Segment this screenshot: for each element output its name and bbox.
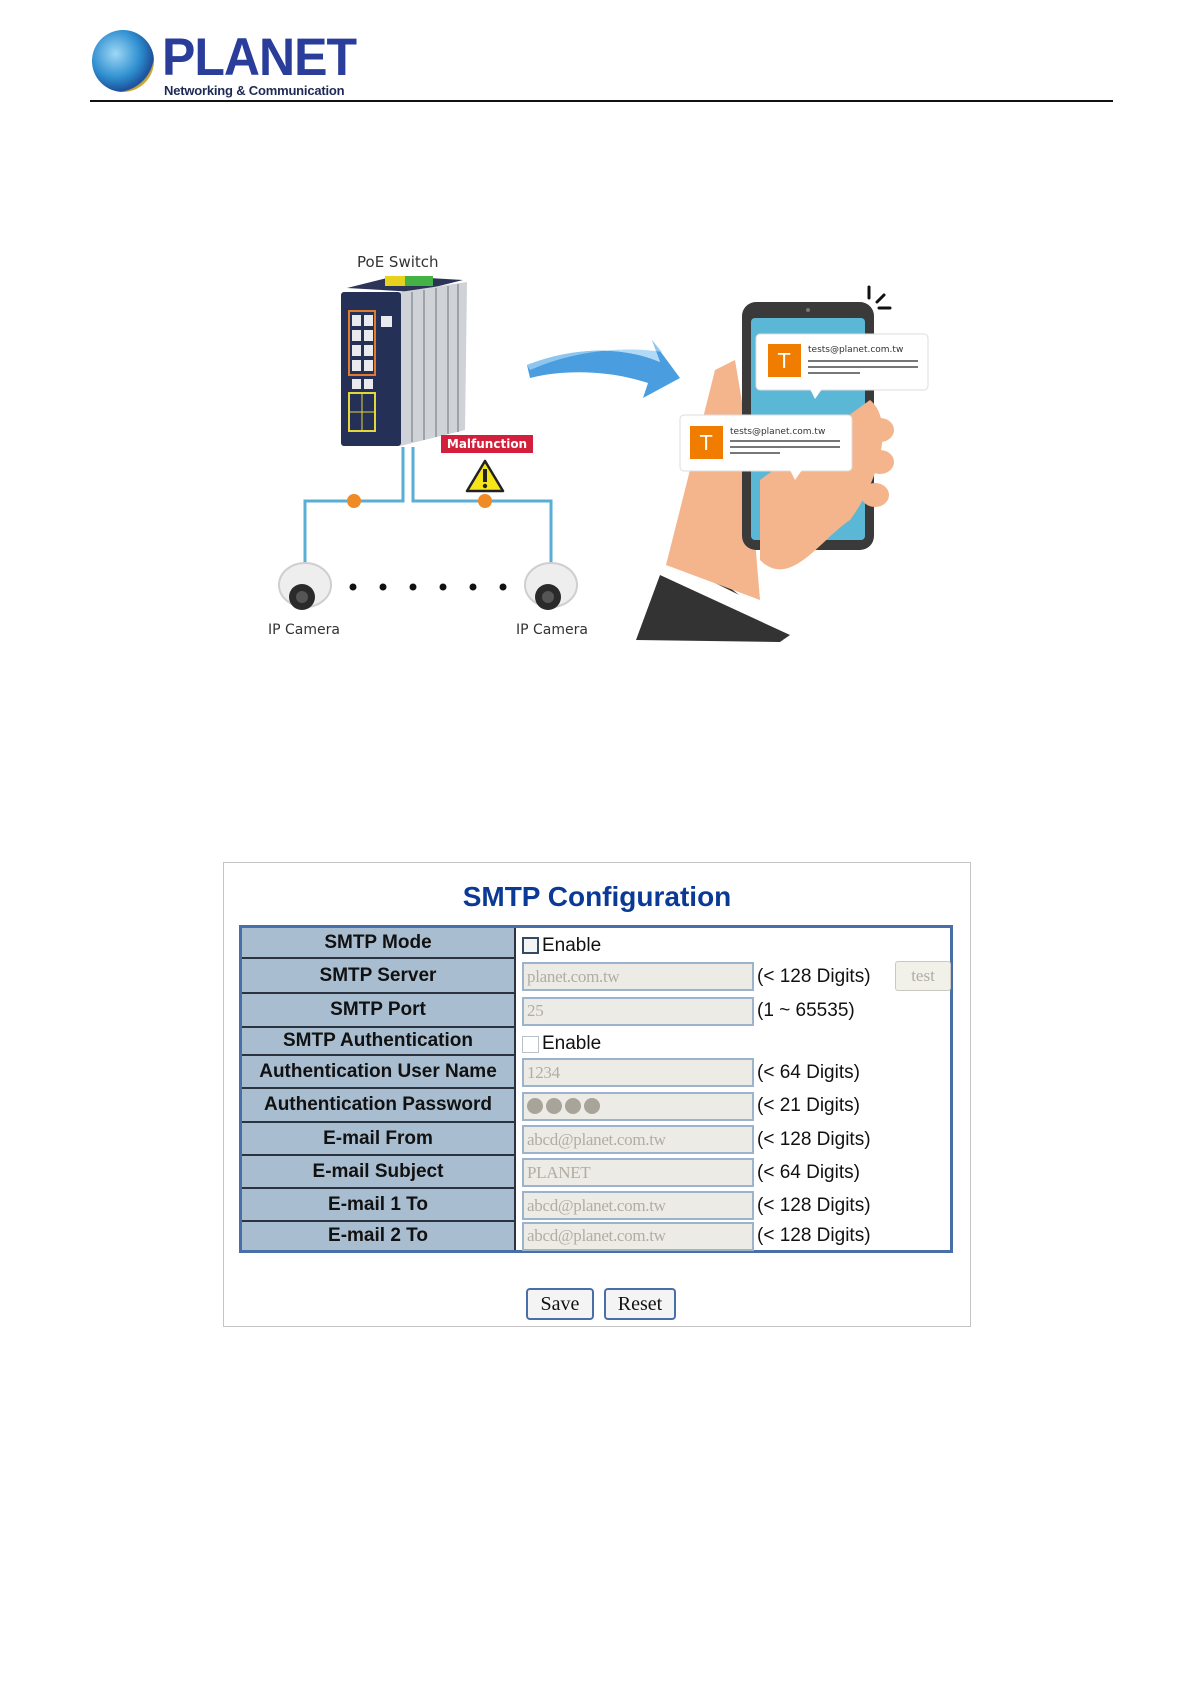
ip-camera-label: IP Camera [268, 622, 340, 638]
table-row-email-subject: E-mail Subject PLANET (< 64 Digits) [242, 1156, 950, 1189]
field-hint: (< 128 Digits) [757, 965, 871, 987]
table-row-smtp-mode: SMTP Mode Enable [242, 928, 950, 959]
field-hint: (< 64 Digits) [757, 1161, 860, 1183]
table-row-email-from: E-mail From abcd@planet.com.tw (< 128 Di… [242, 1123, 950, 1156]
ip-camera-label: IP Camera [516, 622, 588, 638]
checkbox-icon[interactable] [522, 937, 539, 954]
row-label: E-mail Subject [242, 1156, 514, 1189]
field-hint: (< 21 Digits) [757, 1095, 860, 1116]
logo-wordmark: PLANET [162, 28, 357, 87]
poe-switch-icon [341, 276, 467, 446]
row-label: SMTP Mode [242, 928, 514, 959]
table-row-smtp-port: SMTP Port 25 (1 ~ 65535) [242, 994, 950, 1028]
column-divider [514, 928, 516, 1250]
test-button[interactable]: test [895, 961, 951, 991]
poe-dot-icon [478, 494, 492, 508]
email-2-to-input[interactable]: abcd@planet.com.tw [522, 1221, 754, 1251]
table-row-smtp-authentication: SMTP Authentication Enable [242, 1028, 950, 1056]
smtp-auth-enable-checkbox[interactable]: Enable [522, 1033, 601, 1055]
smtp-port-input[interactable]: 25 [522, 996, 754, 1026]
row-label: SMTP Server [242, 959, 514, 994]
row-label: E-mail 1 To [242, 1189, 514, 1222]
email-from-input[interactable]: abcd@planet.com.tw [522, 1125, 754, 1154]
reset-button[interactable]: Reset [604, 1288, 676, 1320]
save-button[interactable]: Save [526, 1288, 594, 1320]
ip-camera-icon [524, 562, 578, 610]
ip-camera-icon [278, 562, 332, 610]
email-notification-bubble [679, 414, 853, 480]
planet-logo: PLANET Networking & Communication [92, 28, 357, 98]
table-row-smtp-server: SMTP Server planet.com.tw (< 128 Digits)… [242, 959, 951, 994]
avatar-letter: T [700, 431, 713, 455]
checkbox-label: Enable [542, 1033, 602, 1054]
row-label: E-mail 2 To [242, 1222, 514, 1250]
row-label: Authentication User Name [242, 1056, 514, 1089]
table-row-auth-user-name: Authentication User Name 1234 (< 64 Digi… [242, 1056, 950, 1089]
row-label: E-mail From [242, 1123, 514, 1156]
smtp-config-table: SMTP Mode Enable SMTP Server planet.com.… [239, 925, 953, 1253]
email-1-to-input[interactable]: abcd@planet.com.tw [522, 1191, 754, 1220]
globe-icon [92, 30, 154, 92]
notification-email: tests@planet.com.tw [808, 345, 904, 355]
row-label: Authentication Password [242, 1089, 514, 1123]
field-hint: (1 ~ 65535) [757, 1000, 855, 1021]
checkbox-icon[interactable] [522, 1035, 539, 1053]
checkbox-label: Enable [542, 934, 602, 956]
header-rule [90, 100, 1113, 102]
arrow-icon [527, 340, 680, 398]
poe-switch-label: PoE Switch [357, 253, 439, 271]
password-mask [527, 1098, 600, 1114]
logo-tagline: Networking & Communication [164, 83, 345, 98]
poe-dot-icon [347, 494, 361, 508]
poe-cables [303, 447, 553, 566]
smtp-configuration-panel: SMTP Configuration SMTP Mode Enable SMTP… [223, 862, 971, 1327]
row-label: SMTP Port [242, 994, 514, 1028]
avatar-letter: T [778, 349, 791, 373]
notification-email: tests@planet.com.tw [730, 427, 826, 437]
table-row-email-1-to: E-mail 1 To abcd@planet.com.tw (< 128 Di… [242, 1189, 950, 1222]
table-row-auth-password: Authentication Password (< 21 Digits) [242, 1089, 950, 1123]
warning-icon [465, 459, 505, 493]
table-row-email-2-to: E-mail 2 To abcd@planet.com.tw (< 128 Di… [242, 1221, 950, 1251]
field-hint: (< 128 Digits) [757, 1128, 871, 1150]
malfunction-badge: Malfunction [441, 435, 533, 453]
auth-password-input[interactable] [522, 1091, 754, 1121]
row-label: SMTP Authentication [242, 1028, 514, 1056]
field-hint: (< 128 Digits) [757, 1194, 871, 1216]
ellipsis-dots [349, 583, 507, 591]
email-notification-bubble [755, 333, 929, 399]
smtp-alert-diagram: PoE Switch Malfunction IP Camera IP Came… [0, 0, 1191, 700]
field-hint: (< 64 Digits) [757, 1061, 860, 1083]
smtp-mode-enable-checkbox[interactable]: Enable [522, 935, 601, 957]
smtp-server-input[interactable]: planet.com.tw [522, 962, 754, 991]
panel-title: SMTP Configuration [462, 881, 732, 912]
diagram-illustration [278, 276, 929, 642]
auth-user-name-input[interactable]: 1234 [522, 1058, 754, 1087]
field-hint: (< 128 Digits) [757, 1225, 871, 1246]
email-subject-input[interactable]: PLANET [522, 1158, 754, 1187]
